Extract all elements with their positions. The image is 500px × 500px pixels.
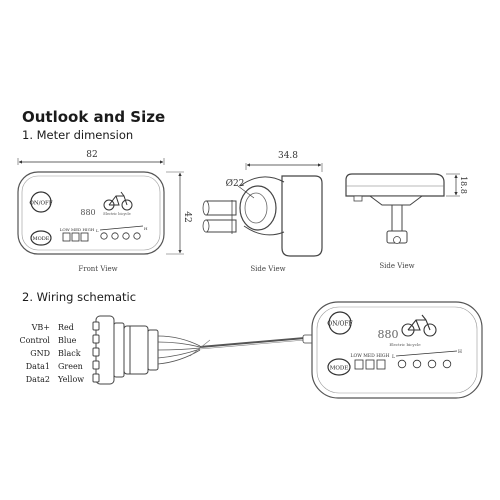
wire-signal-label: Data1 [26,362,50,371]
battery-dot [100,232,108,240]
level-labels: LOW MED HIGH [351,353,390,359]
cable [199,337,306,348]
level-box-med [71,232,80,242]
wiring-schematic: VB+ Control GND Data1 Data2 Red Blue Bla… [19,315,316,385]
side-diameter-label: Ø22 [226,178,245,189]
display-large: ON/OFF MODE 880 Electric bicycle LOW MED… [311,301,483,399]
battery-l-label: L [96,228,99,233]
mode-button [327,358,351,376]
mode-button-label: MODE [330,366,349,372]
side-view-caption: Side View [250,265,285,273]
side2-height-dimension-label: 18.8 [459,176,468,194]
side-view: 34.8 Ø22 Side View [202,151,323,273]
connector-plug [92,315,159,385]
front-view: ON/OFF MODE 880 Electric bicycle LOW MED… [17,150,192,273]
battery-dot [397,359,407,369]
side-width-dimension-label: 34.8 [278,151,298,161]
wire-color-label: Blue [58,336,77,345]
level-box-high [376,359,386,370]
section-meter-dimension: 1. Meter dimension [22,128,134,142]
side-view-2: 18.8 Side View [345,173,468,270]
front-view-caption: Front View [78,265,117,273]
battery-dot [133,232,141,240]
power-button-label: ON/OFF [29,201,52,207]
wire-signal-label: VB+ [31,323,50,332]
speed-digits: 880 [378,328,399,341]
speed-digits: 880 [80,208,95,217]
battery-dot [111,232,119,240]
battery-l-label: L [392,354,395,360]
wire-color-label: Yellow [57,375,84,384]
wire-signal-label: GND [30,349,50,358]
side-view-2-caption: Side View [379,262,414,270]
mode-button-label: MODE [33,236,50,242]
meter-body [311,301,483,399]
page-title: Outlook and Size [22,108,166,126]
battery-h-label: H [144,226,148,231]
width-dimension-label: 82 [86,150,97,160]
mode-button [30,230,52,246]
level-box-med [365,359,375,370]
wire-signal-label: Control [19,336,50,345]
height-dimension-label: 42 [182,211,192,222]
bicycle-icon [401,314,437,337]
battery-dot [412,359,422,369]
level-box-high [80,232,89,242]
power-button [328,311,352,335]
wire-color-label: Black [58,349,81,358]
level-box-low [354,359,364,370]
wire-color-label: Red [58,323,74,332]
battery-h-label: H [458,349,462,355]
power-button-label: ON/OFF [327,321,352,328]
power-button [30,191,52,213]
bicycle-icon [103,191,133,211]
wire-signal-label: Data2 [26,375,50,384]
section-wiring-schematic: 2. Wiring schematic [22,290,137,304]
brand-text: Electric bicycle [103,212,130,216]
battery-dot [442,359,452,369]
wire-color-label: Green [58,362,83,371]
battery-dot [122,232,130,240]
brand-text: Electric bicycle [389,342,421,347]
level-box-low [62,232,71,242]
level-labels: LOW MED HIGH [60,227,95,232]
battery-dot [427,359,437,369]
wire-bundle [157,335,201,365]
